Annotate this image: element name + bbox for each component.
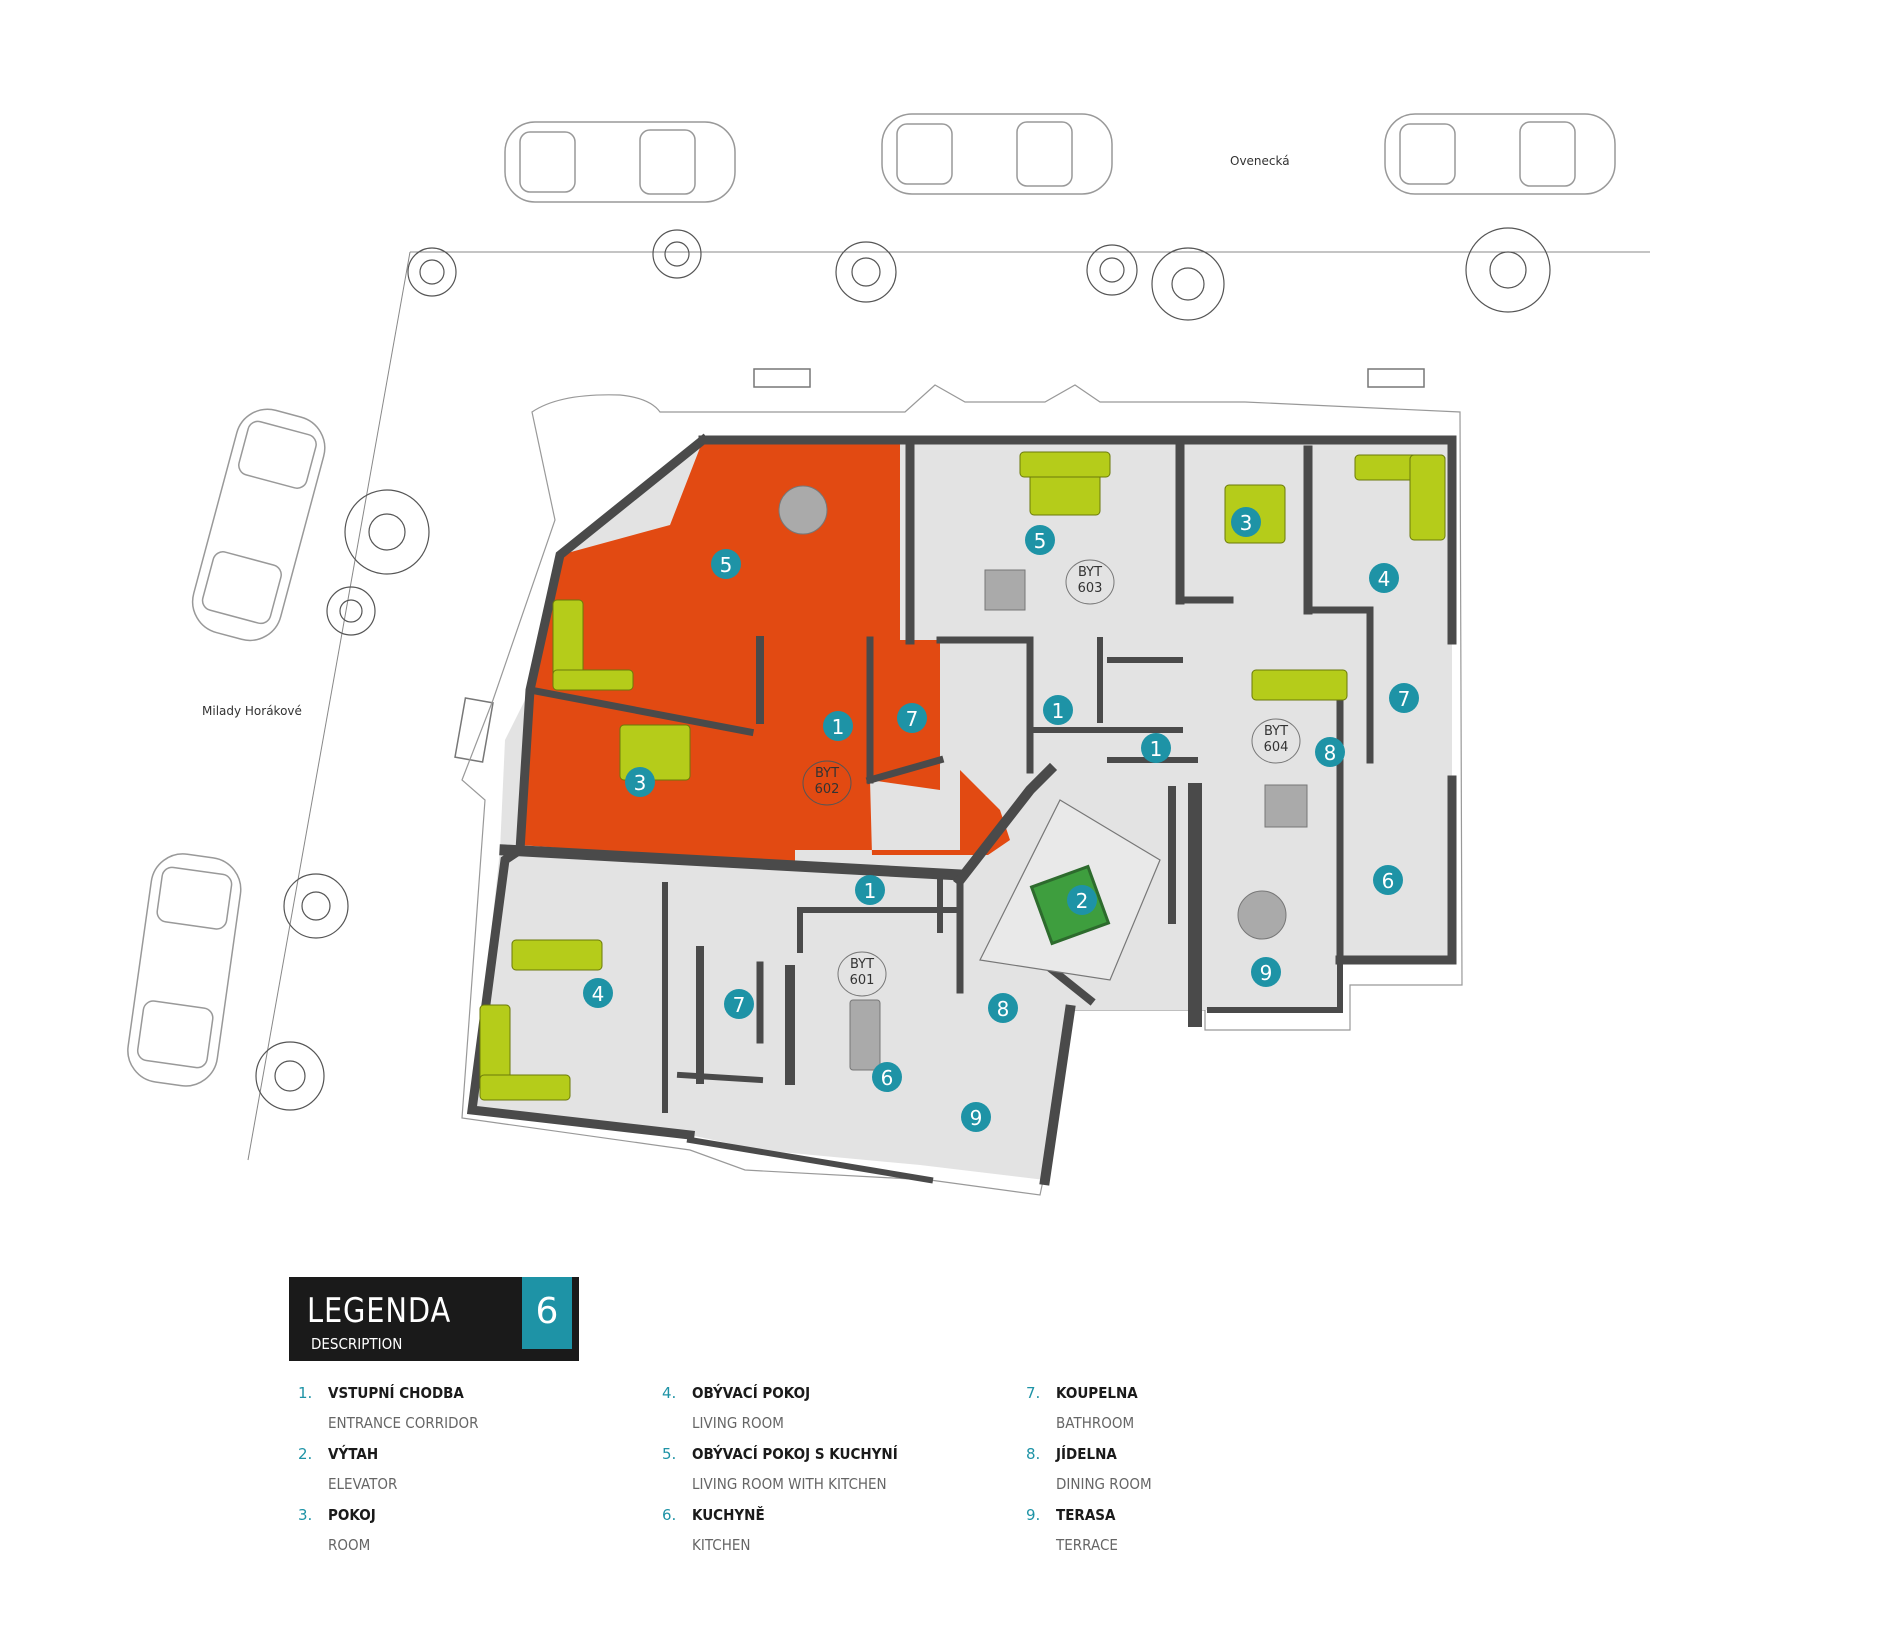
legend-item-label-cz: TERASA [1056, 1506, 1116, 1524]
room-marker [961, 1102, 991, 1132]
legend-item-label-cz: VSTUPNÍ CHODBA [328, 1384, 464, 1402]
room-marker [1141, 733, 1171, 763]
legend-item-label-cz: OBÝVACÍ POKOJ [692, 1384, 811, 1402]
room-marker [897, 703, 927, 733]
legend-item-number: 4. [662, 1384, 677, 1402]
legend-item-label-cz: VÝTAH [328, 1445, 379, 1463]
legend-item-label-en: BATHROOM [1056, 1414, 1135, 1432]
room-number: 7 [906, 707, 919, 731]
room-marker [872, 1062, 902, 1092]
room-marker [855, 875, 885, 905]
room-marker [1043, 695, 1073, 725]
room-marker [1389, 683, 1419, 713]
legend-item-number: 6. [662, 1506, 677, 1524]
legend-item-number: 7. [1026, 1384, 1041, 1402]
legend-item-number: 3. [298, 1506, 313, 1524]
apartment-602-name: BYT [815, 766, 839, 781]
room-number: 1 [832, 715, 845, 739]
street-curb-left [247, 251, 411, 1161]
legend-item-label-en: ENTRANCE CORRIDOR [328, 1414, 479, 1432]
legend-item-number: 1. [298, 1384, 313, 1402]
legend-item-label-cz: KOUPELNA [1056, 1384, 1138, 1402]
legend-item-number: 5. [662, 1445, 677, 1463]
room-marker [583, 978, 613, 1008]
legend-item-label-cz: JÍDELNA [1056, 1445, 1117, 1463]
legend-item-number: 2. [298, 1445, 313, 1463]
legend-item-label-cz: OBÝVACÍ POKOJ S KUCHYNÍ [692, 1445, 898, 1463]
legend-title: LEGENDA [307, 1291, 452, 1331]
car-icon [504, 121, 736, 203]
apartment-601-name: BYT [850, 957, 874, 972]
room-marker [711, 549, 741, 579]
room-number: 7 [1398, 687, 1411, 711]
car-icon [1384, 113, 1616, 195]
room-marker [1025, 525, 1055, 555]
room-number: 3 [1240, 511, 1253, 535]
floor-number-badge: 6 [522, 1277, 572, 1349]
legend-item-number: 9. [1026, 1506, 1041, 1524]
walls [466, 433, 1457, 1186]
car-icon [881, 113, 1113, 195]
bench-icon [454, 368, 1425, 763]
street-label-left: Milady Horákové [202, 704, 302, 718]
room-number: 6 [1382, 869, 1395, 893]
car-icon [191, 408, 326, 642]
apartment-604-name: BYT [1264, 724, 1288, 739]
room-number: 1 [1150, 737, 1163, 761]
room-number: 8 [997, 997, 1010, 1021]
apartment-603-name: BYT [1078, 565, 1102, 580]
room-marker [988, 993, 1018, 1023]
room-number: 2 [1076, 889, 1089, 913]
room-number: 1 [864, 879, 877, 903]
street-label-top: Ovenecká [1230, 154, 1290, 168]
room-number: 9 [970, 1106, 983, 1130]
legend-item-label-cz: KUCHYNĚ [692, 1506, 765, 1524]
dining-tables [778, 485, 1308, 1071]
room-markers: 5 1 7 3 5 1 3 4 7 1 8 6 9 2 1 4 7 8 6 9 [583, 507, 1419, 1132]
building-outline [461, 384, 1463, 1196]
legend-item-label-en: LIVING ROOM WITH KITCHEN [692, 1475, 887, 1493]
room-marker [724, 989, 754, 1019]
room-number: 4 [1378, 567, 1391, 591]
legend-item-number: 8. [1026, 1445, 1041, 1463]
room-number: 5 [720, 553, 733, 577]
room-marker [1231, 507, 1261, 537]
apartment-602-number: 602 [815, 782, 840, 797]
room-marker [1369, 563, 1399, 593]
legend-item-label-en: LIVING ROOM [692, 1414, 784, 1432]
room-number: 8 [1324, 741, 1337, 765]
apartment-604-number: 604 [1264, 740, 1289, 755]
room-number: 4 [592, 982, 605, 1006]
room-marker [1067, 885, 1097, 915]
apartment-603-number: 603 [1078, 581, 1103, 596]
room-marker [1315, 737, 1345, 767]
legend-item-label-en: KITCHEN [692, 1536, 751, 1554]
room-number: 7 [733, 993, 746, 1017]
room-marker [1251, 957, 1281, 987]
room-number: 3 [634, 771, 647, 795]
legend-item-label-en: ROOM [328, 1536, 371, 1554]
room-number: 5 [1034, 529, 1047, 553]
car-icon [127, 853, 242, 1087]
tree-icon [255, 227, 1551, 1111]
room-number: 9 [1260, 961, 1273, 985]
room-marker [625, 767, 655, 797]
room-number: 6 [881, 1066, 894, 1090]
room-number: 1 [1052, 699, 1065, 723]
legend-item-label-en: DINING ROOM [1056, 1475, 1152, 1493]
room-marker [1373, 865, 1403, 895]
legend-item-label-en: ELEVATOR [328, 1475, 398, 1493]
legend-subtitle: DESCRIPTION [311, 1335, 403, 1353]
room-marker [823, 711, 853, 741]
legend-item-label-en: TERRACE [1056, 1536, 1118, 1554]
apartment-601-number: 601 [850, 973, 875, 988]
stair-core [979, 799, 1161, 981]
apartment-labels: BYT 601 BYT 602 BYT 603 BYT 604 [802, 559, 1301, 997]
legend-header: LEGENDA DESCRIPTION 6 [289, 1277, 579, 1361]
legend-item-label-cz: POKOJ [328, 1506, 376, 1524]
